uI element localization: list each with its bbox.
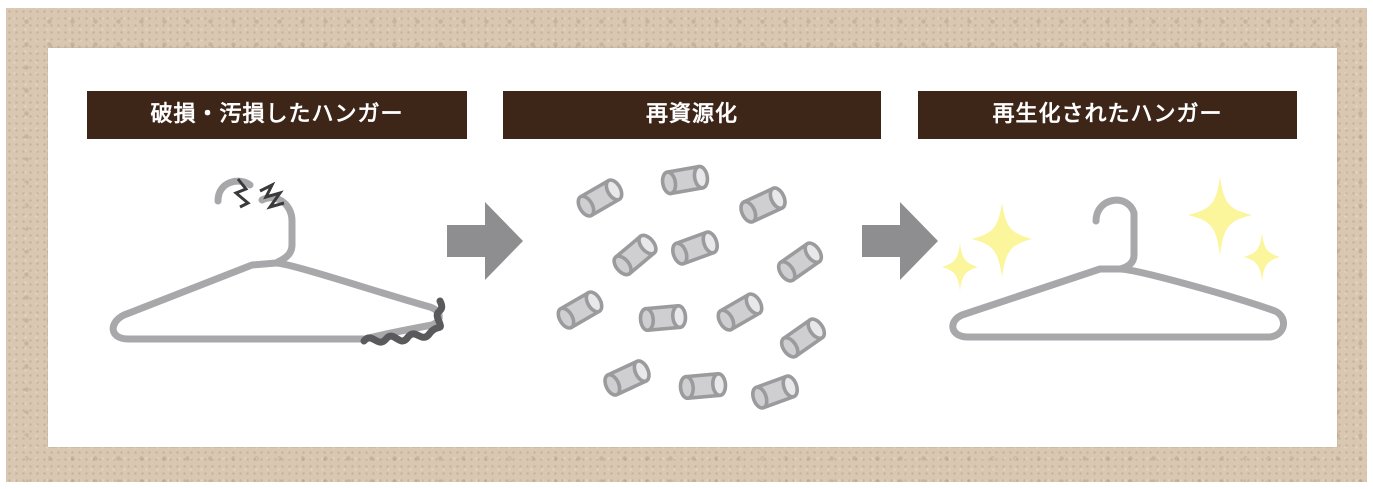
- recycled-pellets-icon: [553, 163, 830, 412]
- step-label-recycle: 再資源化: [503, 91, 881, 139]
- damaged-hanger-icon: [109, 177, 446, 346]
- step-label-regenerated: 再生化されたハンガー: [918, 91, 1297, 139]
- regenerated-hanger-icon: [942, 177, 1287, 341]
- step-label-damaged: 破損・汚損したハンガー: [87, 91, 467, 139]
- arrow-right-icon: [447, 202, 523, 280]
- arrow-right-icon: [862, 202, 938, 280]
